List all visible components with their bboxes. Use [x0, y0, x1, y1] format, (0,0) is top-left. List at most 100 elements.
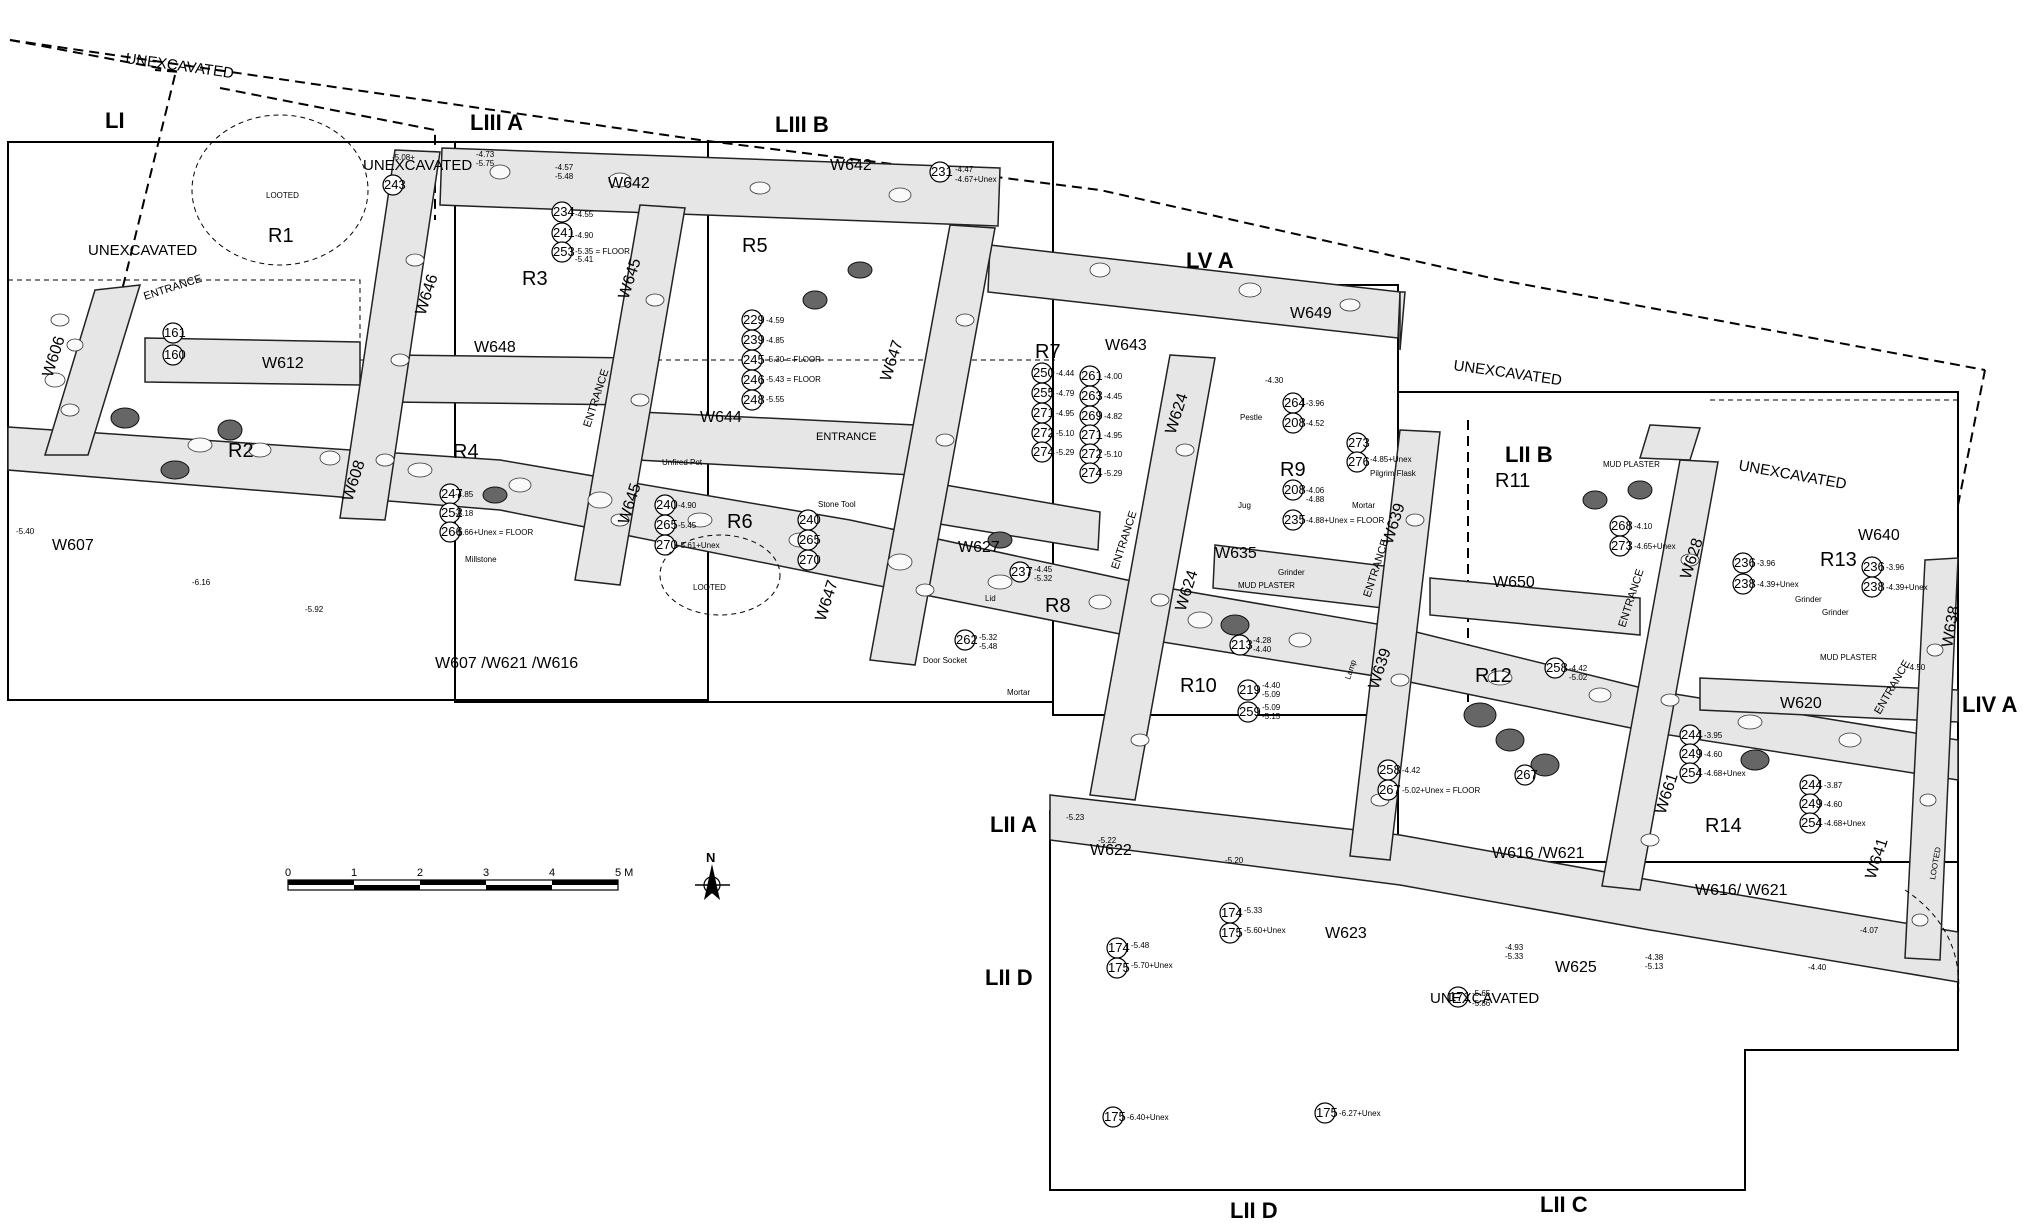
scale-bar-labels: 0 1 2 3 4 5 M — [285, 867, 633, 879]
elevation: -4.42 — [1569, 664, 1588, 673]
locus-number: 271 — [1081, 427, 1103, 442]
scale-tick-label: 2 — [417, 867, 423, 879]
find-label: Millstone — [465, 555, 497, 564]
find-label: Pilgrim Flask — [1370, 469, 1417, 478]
wall-label: W647 — [878, 338, 907, 383]
locus-number: 250 — [1033, 365, 1055, 380]
room-label: R7 — [1035, 341, 1061, 363]
scale-tick-label: 0 — [285, 867, 291, 879]
area-label: LII A — [990, 812, 1037, 837]
locus-number: 235 — [1284, 512, 1306, 527]
locus-number: 161 — [164, 325, 186, 340]
locus-number: 244 — [1801, 777, 1823, 792]
unexcavated-label: UNEXCAVATED — [1430, 990, 1539, 1007]
elevation: -5.10 — [1056, 429, 1075, 438]
locus-number: 263 — [1081, 388, 1103, 403]
elevation: -3.87 — [1824, 781, 1843, 790]
area-label: LIII A — [470, 110, 523, 135]
locus-number: 239 — [743, 332, 765, 347]
elevation: -4.40 — [1262, 681, 1281, 690]
unexcavated-label: UNEXCAVATED — [1452, 357, 1563, 389]
elevation: -5.66+Unex = FLOOR — [455, 528, 533, 537]
locus-number: 229 — [743, 312, 765, 327]
elevation: -4.85 — [455, 490, 474, 499]
unexcavated-label: UNEXCAVATED — [1737, 457, 1848, 493]
locus-number: 267 — [1516, 767, 1538, 782]
locus-number: 269 — [1081, 408, 1103, 423]
locus-number: 171 — [1449, 989, 1471, 1004]
square-divider — [8, 279, 1055, 361]
wall-label: W644 — [700, 409, 742, 426]
elevation: -3.96 — [1757, 559, 1776, 568]
locus-number: 237 — [1011, 564, 1033, 579]
elevation: -4.82 — [1104, 412, 1123, 421]
room-label: R6 — [727, 511, 753, 533]
wall-label: W642 — [608, 175, 650, 192]
elevation: -4.68+Unex — [1824, 819, 1866, 828]
elevation: -4.59 — [766, 316, 785, 325]
elevation: -3.95 — [1704, 731, 1723, 740]
room-label: R5 — [742, 235, 768, 257]
elevation: -4.40 — [1808, 963, 1827, 972]
scale-bar — [287, 879, 619, 891]
elevation: -5.30 = FLOOR — [766, 355, 821, 364]
room-label: R8 — [1045, 595, 1071, 617]
mud-plaster-label: MUD PLASTER — [1820, 653, 1877, 662]
find-label: Mortar — [1352, 501, 1375, 510]
unexcavated-label: UNEXCAVATED — [363, 157, 472, 174]
find-label: Grinder — [1795, 595, 1822, 604]
area-label: LIV A — [1962, 692, 2018, 717]
wall-label: W642 — [830, 157, 872, 174]
locus-number: 270 — [656, 537, 678, 552]
area-label: LII D — [985, 965, 1033, 990]
elevation: -5.43 = FLOOR — [766, 375, 821, 384]
room-label: R11 — [1495, 470, 1530, 492]
wall-label: W623 — [1325, 925, 1367, 942]
locus-number: 254 — [1681, 765, 1703, 780]
locus-number: 265 — [799, 532, 821, 547]
stone-texture — [44, 164, 1944, 927]
elevation: -5.86 — [1472, 999, 1491, 1008]
elevation: -4.95 — [1104, 431, 1123, 440]
elevation: -6.40+Unex — [1127, 1113, 1169, 1122]
locus-number: 174 — [1221, 905, 1243, 920]
elevation: -4.67+Unex — [955, 175, 997, 184]
locus-number: 175 — [1104, 1109, 1126, 1124]
entrance-label: ENTRANCE — [816, 431, 877, 443]
elevation: -4.60 — [1824, 800, 1843, 809]
elevation: -5.70+Unex — [1131, 961, 1173, 970]
elevation: -5.09 — [1262, 703, 1281, 712]
wall-label: W612 — [262, 355, 304, 372]
locus-number: 208 — [1284, 415, 1306, 430]
locus-number: 213 — [1231, 637, 1253, 652]
wall-label: W627 — [958, 539, 1000, 556]
wall-label: W616/ W621 — [1695, 882, 1788, 899]
locus-number: 240 — [799, 512, 821, 527]
wall-label: W606 — [40, 334, 69, 379]
north-arrow — [695, 864, 730, 900]
elevation: -4.44 — [1056, 369, 1075, 378]
scale-tick-label: 3 — [483, 867, 489, 879]
find-label: Lid — [985, 594, 996, 603]
room-label: R13 — [1820, 549, 1857, 571]
elevation: -5.02 — [1569, 673, 1588, 682]
wall-labels: W606 W607 W612 W608 W646 W648 W645 W645 … — [40, 157, 1964, 976]
elevation: -6.27+Unex — [1339, 1109, 1381, 1118]
elevation: -6.16 — [192, 578, 211, 587]
upper-dashed-boundary — [9, 39, 1986, 371]
locus-number: 240 — [656, 497, 678, 512]
elevation: -4.95 — [1056, 409, 1075, 418]
area-label: LII B — [1505, 442, 1553, 467]
scale-tick-label: 1 — [351, 867, 357, 879]
locus-number: 261 — [1081, 368, 1103, 383]
locus-number: 271 — [1033, 405, 1055, 420]
elevation: -5.61+Unex — [678, 541, 720, 550]
elevation: -5.29 — [1056, 448, 1075, 457]
elevation: -4.68+Unex — [1704, 769, 1746, 778]
wall-w628-stub — [1639, 424, 1702, 461]
area-label: LIII B — [775, 112, 829, 137]
elevation: -5.33 — [1244, 906, 1263, 915]
elevation: -5.08+ — [392, 153, 415, 162]
elevation: -4.73 — [476, 150, 495, 159]
looted-label: LOOTED — [693, 583, 726, 592]
